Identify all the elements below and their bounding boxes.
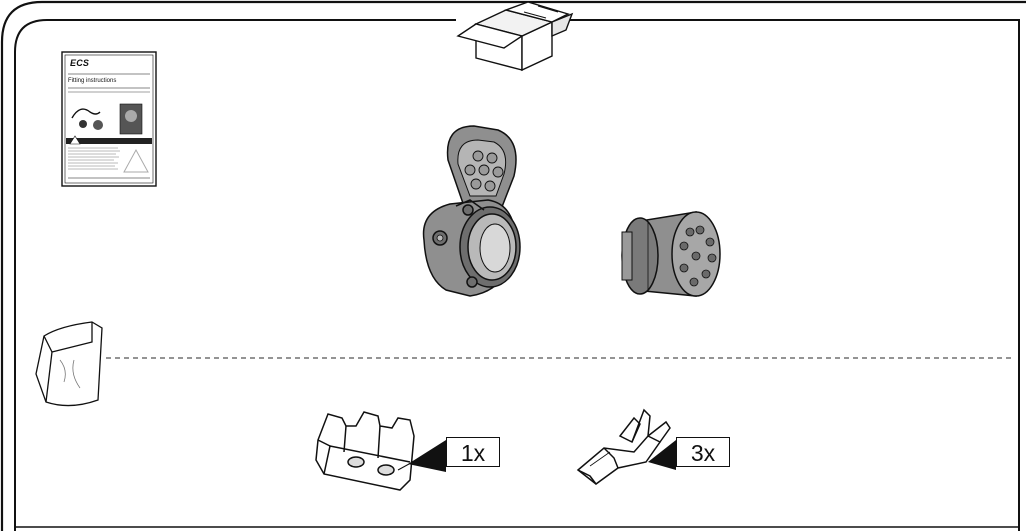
crimp-terminal-icon — [576, 408, 671, 485]
manual-title: Fitting instructions — [68, 78, 117, 84]
terminal-leader — [648, 440, 676, 470]
manual-brand: ECS — [70, 58, 90, 68]
bag-icon — [35, 321, 103, 407]
clamp-quantity-label: 1x — [446, 437, 500, 467]
inner-frame — [14, 19, 1020, 531]
terminal-quantity-label: 3x — [676, 437, 730, 467]
clamp-leader — [408, 440, 446, 472]
cable-clamp-icon — [315, 411, 421, 491]
box-icon — [456, 1, 574, 72]
plug-insert-icon — [621, 211, 721, 297]
manual-icon — [61, 51, 157, 187]
socket-icon — [422, 125, 521, 297]
